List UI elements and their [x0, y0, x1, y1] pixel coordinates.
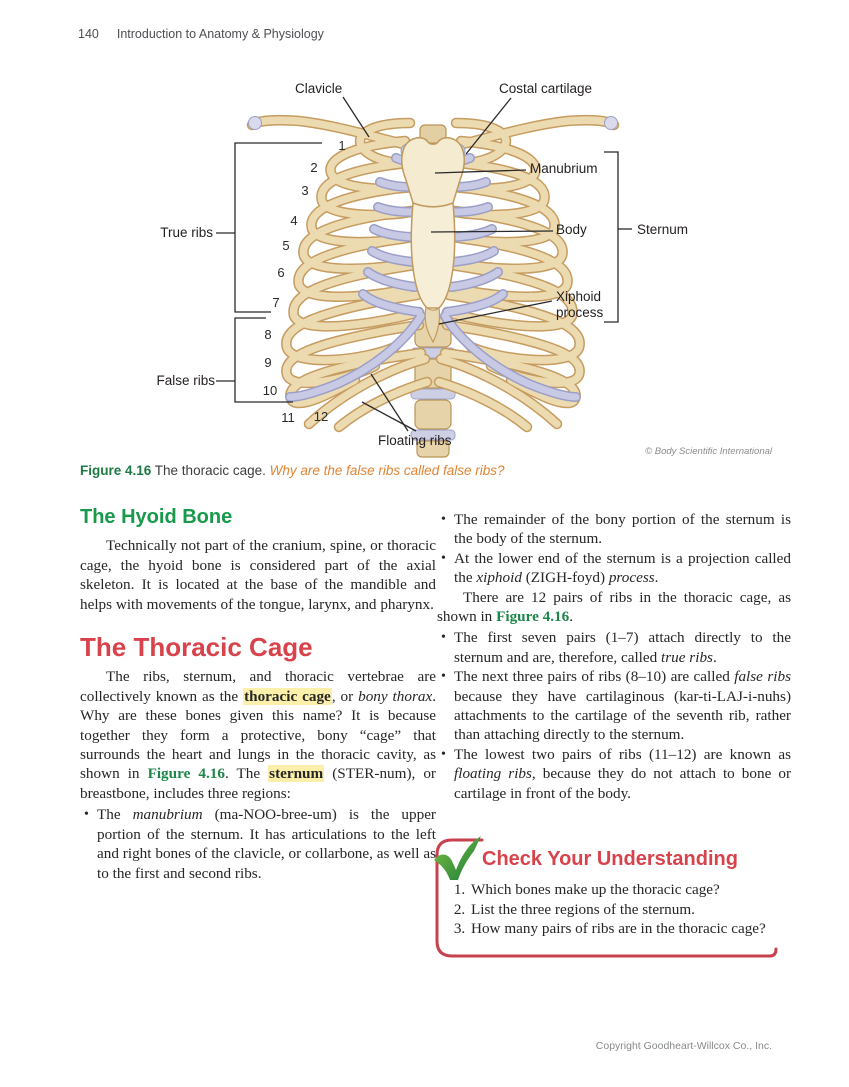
image-credit: © Body Scientific International: [645, 446, 772, 457]
label-body: Body: [556, 222, 587, 237]
label-true-ribs: True ribs: [160, 225, 213, 240]
running-head-title: Introduction to Anatomy & Physiology: [116, 27, 324, 41]
page-number: 140: [78, 27, 99, 41]
check-box-border: [435, 838, 778, 958]
bullet-false-ribs: The next three pairs of ribs (8–10) are …: [437, 667, 791, 745]
thoracic-bullets-left: The manubrium (ma-NOO-bree-um) is the up…: [80, 805, 436, 883]
figure-4-16-diagram: 1 2 3 4 5 6 7 8 9 10 11 12 Clavicle Cost…: [75, 75, 775, 465]
ribs-left: [249, 117, 428, 428]
bullet-floating-ribs: The lowest two pairs of ribs (11–12) are…: [437, 745, 791, 803]
running-head: 140 Introduction to Anatomy & Physiology: [78, 27, 324, 41]
rib-number-4: 4: [290, 213, 297, 228]
rib-number-10: 10: [263, 383, 277, 398]
rib-number-labels: 1 2 3 4 5 6 7 8 9 10 11 12: [263, 138, 346, 425]
check-question-1: Which bones make up the thoracic cage?: [469, 880, 784, 900]
heading-hyoid-bone: The Hyoid Bone: [80, 506, 233, 528]
sternum-bullets: The remainder of the bony portion of the…: [437, 510, 791, 588]
leader-lines: [216, 96, 632, 432]
rib-number-11: 11: [281, 410, 295, 425]
rib-type-bullets: The first seven pairs (1–7) attach direc…: [437, 628, 791, 803]
rib-number-8: 8: [264, 327, 271, 342]
rib-number-3: 3: [301, 183, 308, 198]
label-xiphoid-process: Xiphoid process: [556, 289, 604, 320]
copyright-line: Copyright Goodheart-Willcox Co., Inc.: [595, 1040, 772, 1052]
ribs-paragraph: There are 12 pairs of ribs in the thorac…: [437, 588, 791, 626]
check-question-3: How many pairs of ribs are in the thorac…: [469, 919, 784, 939]
bullet-xiphoid-process: At the lower end of the sternum is a pro…: [437, 549, 791, 588]
heading-thoracic-cage: The Thoracic Cage: [80, 632, 313, 663]
hyoid-paragraph: Technically not part of the cranium, spi…: [80, 537, 436, 613]
check-questions: Which bones make up the thoracic cage? L…: [452, 880, 784, 939]
rib-number-6: 6: [277, 265, 284, 280]
checkmark-icon: [434, 836, 481, 880]
label-sternum: Sternum: [637, 222, 689, 237]
figure-caption-text: The thoracic cage.: [154, 463, 266, 478]
sternum-bones: [401, 137, 465, 344]
thoracic-cage-illustration: 1 2 3 4 5 6 7 8 9 10 11 12: [216, 96, 632, 458]
bullet-body-of-sternum: The remainder of the bony portion of the…: [437, 510, 791, 549]
check-question-2: List the three regions of the sternum.: [469, 900, 784, 920]
label-floating-ribs: Floating ribs: [378, 433, 452, 448]
check-your-understanding-box: Check Your Understanding Which bones mak…: [430, 836, 786, 966]
bullet-manubrium: The manubrium (ma-NOO-bree-um) is the up…: [80, 805, 436, 883]
label-clavicle: Clavicle: [295, 81, 343, 96]
left-column: The Hyoid Bone Technically not part of t…: [80, 506, 436, 883]
figure-caption-label: Figure 4.16: [80, 463, 152, 478]
rib-number-7: 7: [272, 295, 279, 310]
label-manubrium: Manubrium: [530, 161, 598, 176]
figure-caption-question: Why are the false ribs called false ribs…: [269, 463, 505, 478]
rib-number-5: 5: [282, 238, 289, 253]
label-costal-cartilage: Costal cartilage: [499, 81, 593, 96]
thoracic-intro-paragraph: The ribs, sternum, and thoracic vertebra…: [80, 668, 436, 802]
rib-number-12: 12: [314, 409, 328, 424]
rib-number-9: 9: [264, 355, 271, 370]
figure-caption: Figure 4.16 The thoracic cage. Why are t…: [80, 463, 780, 478]
check-title: Check Your Understanding: [482, 848, 738, 870]
right-column: The remainder of the bony portion of the…: [437, 508, 791, 803]
rib-number-2: 2: [310, 160, 317, 175]
bullet-true-ribs: The first seven pairs (1–7) attach direc…: [437, 628, 791, 667]
label-false-ribs: False ribs: [156, 373, 215, 388]
rib-number-1: 1: [338, 138, 345, 153]
